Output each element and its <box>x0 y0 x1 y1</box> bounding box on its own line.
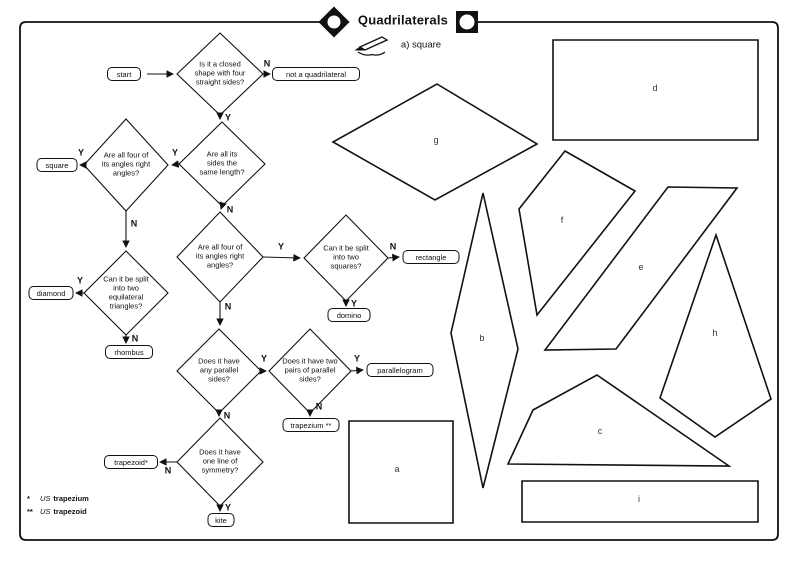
circle-badge-icon <box>456 11 478 33</box>
decision-two-squares-text: Can it be split into two squares? <box>323 243 369 271</box>
rightangles-left-no-label: N <box>130 218 138 229</box>
shape-c-label: c <box>597 426 603 436</box>
flow-arrows <box>75 70 400 512</box>
footnote-term: trapezium <box>53 494 89 503</box>
footnote-region: US <box>40 507 51 516</box>
shape-b-label: b <box>479 333 485 343</box>
shape-i-label: i <box>638 494 640 504</box>
arrow-rightangles-mid-yes <box>262 253 301 262</box>
decision-right-angles-left-text: Are all four of its angles right angles? <box>101 150 151 178</box>
footnote-term: trapezoid <box>53 507 87 516</box>
terminal-square: square <box>36 158 78 172</box>
closed-yes-label: Y <box>224 112 232 123</box>
example-shapes <box>331 39 772 524</box>
closed-no-label: N <box>263 58 271 69</box>
decision-symmetry-text: Does it have one line of symmetry? <box>199 447 241 475</box>
shape-d-rectangle-outline <box>552 39 759 141</box>
decision-closed-shape-text: Is it a closed shape with four straight … <box>194 59 246 87</box>
shape-h-label: h <box>712 328 718 338</box>
parallel-no-label: N <box>223 410 231 421</box>
footnote-marker: * <box>27 494 30 503</box>
equilateral-yes-label: Y <box>76 275 84 286</box>
twosquares-no-label: N <box>389 241 397 252</box>
terminal-trapezium: trapezium ** <box>282 418 340 432</box>
shape-c-quad-outline <box>506 374 732 467</box>
terminal-not-a-quadrilateral: not a quadrilateral <box>272 67 360 81</box>
symmetry-yes-label: Y <box>224 502 232 513</box>
terminal-trapezoid: trapezoid* <box>104 455 158 469</box>
terminal-parallelogram: parallelogram <box>366 363 434 377</box>
footnote-marker: ** <box>27 507 33 516</box>
decision-same-length-text: Are all its sides the same length? <box>199 149 245 177</box>
shape-d-label: d <box>652 83 658 93</box>
symmetry-no-label: N <box>164 465 172 476</box>
twopairs-no-label: N <box>315 401 323 412</box>
shape-f-quad-outline <box>518 149 637 317</box>
shape-i-rectangle-outline <box>521 480 759 523</box>
decision-two-pairs-text: Does it have two pairs of parallel sides… <box>282 356 338 384</box>
arrow-samelength-yes <box>171 160 180 168</box>
answer-text: a) square <box>400 39 442 51</box>
shape-e-parallelogram-outline <box>543 186 739 351</box>
terminal-domino: domino <box>327 308 371 322</box>
terminal-start: start <box>107 67 141 81</box>
shape-e-label: e <box>638 262 644 272</box>
terminal-rhombus: rhombus <box>105 345 153 359</box>
shape-b-kite-outline <box>450 192 519 489</box>
terminal-rectangle: rectangle <box>402 250 460 264</box>
twopairs-yes-label: Y <box>353 353 361 364</box>
rightangles-mid-yes-label: Y <box>277 241 285 252</box>
shape-f-label: f <box>560 215 564 225</box>
rightangles-mid-no-label: N <box>224 301 232 312</box>
shape-h-kite-outline <box>659 232 772 438</box>
samelength-no-label: N <box>226 204 234 215</box>
terminal-kite: kite <box>207 513 235 527</box>
shape-g-label: g <box>433 135 439 145</box>
terminal-diamond: diamond <box>28 286 74 300</box>
equilateral-no-label: N <box>131 333 139 344</box>
footnote-region: US <box>40 494 51 503</box>
shape-a-label: a <box>394 464 400 474</box>
page-title: Quadrilaterals <box>353 12 453 28</box>
arrow-twosquares-no <box>387 253 400 262</box>
rightangles-left-yes-label: Y <box>77 147 85 158</box>
decision-parallel-sides-text: Does it have any parallel sides? <box>198 356 240 384</box>
arrow-samelength-no <box>219 201 227 210</box>
samelength-yes-label: Y <box>171 147 179 158</box>
writing-hand-icon <box>354 36 389 56</box>
decision-right-angles-mid-text: Are all four of its angles right angles? <box>195 242 245 270</box>
arrow-twopairs-yes <box>350 366 364 375</box>
shape-a-square-outline <box>348 420 454 524</box>
diamond-badge-icon <box>318 6 350 38</box>
twosquares-yes-label: Y <box>350 298 358 309</box>
page-border <box>19 21 779 541</box>
parallel-yes-label: Y <box>260 353 268 364</box>
shape-g-rhombus-outline <box>331 83 539 201</box>
decision-equilateral-text: Can it be split into two equilateral tri… <box>103 274 149 310</box>
